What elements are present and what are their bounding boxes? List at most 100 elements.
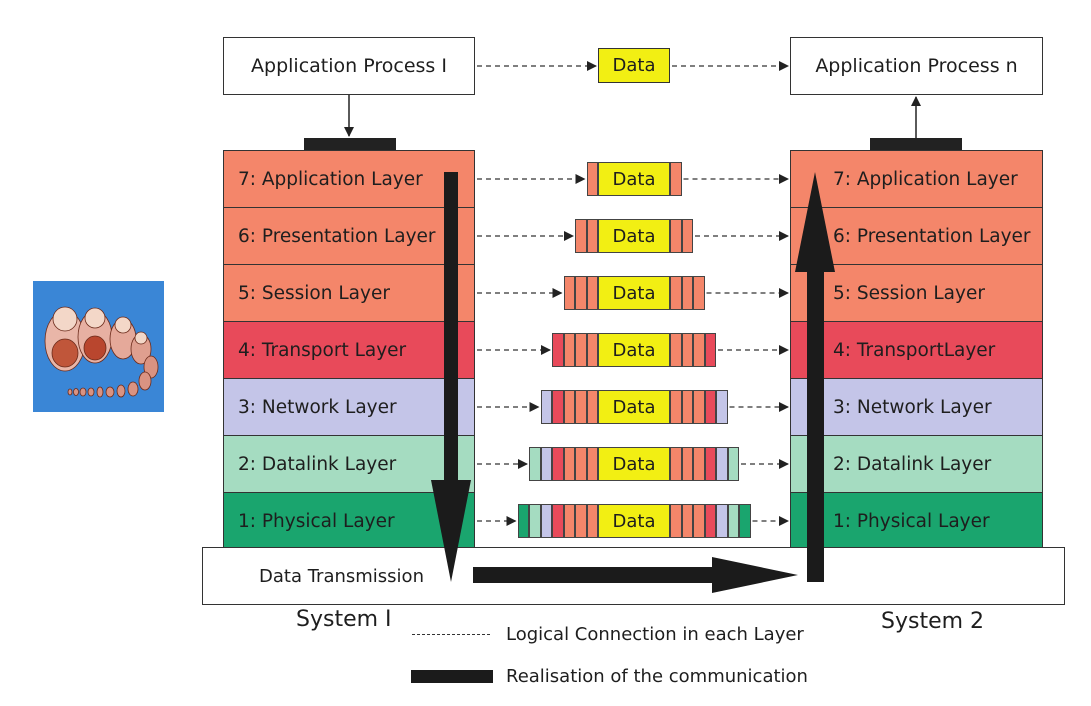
big-right-arrow-head <box>712 557 798 593</box>
big-down-arrow-shaft <box>444 172 458 492</box>
packet-trailer-stripe <box>704 390 716 424</box>
system-right-label: System 2 <box>881 609 985 634</box>
packet-header-stripe <box>586 504 598 538</box>
packet-header-stripe <box>586 390 598 424</box>
packet-trailer-stripe <box>681 219 693 253</box>
packet-layer-6: Data <box>575 219 693 253</box>
right-layer-label: 1: Physical Layer <box>833 510 990 532</box>
packet-trailer-stripe <box>670 504 682 538</box>
left-layer-label: 7: Application Layer <box>238 168 423 190</box>
legend-logical-label: Logical Connection in each Layer <box>506 624 804 645</box>
packet-header-stripe <box>540 504 552 538</box>
packet-header-stripe <box>552 333 564 367</box>
packet-trailer-stripe <box>670 219 682 253</box>
packet-trailer-stripe <box>670 390 682 424</box>
nesting-dolls-icon <box>33 281 164 412</box>
left-layer-3: 3: Network Layer <box>223 378 475 436</box>
application-process-left-label: Application Process I <box>251 55 447 77</box>
packet-trailer-stripe <box>681 390 693 424</box>
right-layer-label: 6: Presentation Layer <box>833 225 1031 247</box>
right-layer-1: 1: Physical Layer <box>790 492 1043 550</box>
packet-header-stripe <box>552 390 564 424</box>
packet-header-stripe <box>563 504 575 538</box>
packet-data-label: Data <box>598 504 670 538</box>
packet-header-stripe <box>575 219 587 253</box>
packet-data-label: Data <box>598 447 670 481</box>
left-layer-label: 1: Physical Layer <box>238 510 395 532</box>
packet-data-label: Data <box>598 333 670 367</box>
packet-layer-7: Data <box>586 162 682 196</box>
packet-trailer-stripe <box>693 504 705 538</box>
packet-trailer-stripe <box>704 447 716 481</box>
packet-trailer-stripe <box>693 333 705 367</box>
packet-trailer-stripe <box>681 447 693 481</box>
packet-header-stripe <box>540 390 552 424</box>
right-layer-4: 4: TransportLayer <box>790 321 1043 379</box>
data-transmission-bar: Data Transmission <box>202 547 1065 605</box>
packet-trailer-stripe <box>739 504 751 538</box>
right-layer-label: 7: Application Layer <box>833 168 1018 190</box>
data-transmission-label: Data Transmission <box>259 565 424 587</box>
right-layer-label: 4: TransportLayer <box>833 339 996 361</box>
packet-trailer-stripe <box>693 276 705 310</box>
application-process-right: Application Process n <box>790 37 1043 95</box>
legend-thick-bar <box>411 670 493 683</box>
right-layer-label: 2: Datalink Layer <box>833 453 992 475</box>
packet-header-stripe <box>563 276 575 310</box>
packet-header-stripe <box>529 447 541 481</box>
top-data-label: Data <box>612 55 656 76</box>
left-layer-label: 2: Datalink Layer <box>238 453 397 475</box>
right-layer-3: 3: Network Layer <box>790 378 1043 436</box>
packet-layer-4: Data <box>552 333 716 367</box>
packet-header-stripe <box>575 390 587 424</box>
packet-data-label: Data <box>598 276 670 310</box>
application-process-left: Application Process I <box>223 37 475 95</box>
packet-trailer-stripe <box>693 447 705 481</box>
packet-trailer-stripe <box>704 333 716 367</box>
packet-header-stripe <box>586 219 598 253</box>
packet-trailer-stripe <box>670 276 682 310</box>
left-interface-bar <box>304 138 396 150</box>
packet-data-label: Data <box>598 162 670 196</box>
packet-layer-3: Data <box>540 390 728 424</box>
packet-trailer-stripe <box>716 390 728 424</box>
packet-trailer-stripe <box>716 504 728 538</box>
packet-header-stripe <box>552 447 564 481</box>
packet-header-stripe <box>529 504 541 538</box>
big-up-arrow-shaft <box>807 262 824 582</box>
left-layer-label: 6: Presentation Layer <box>238 225 436 247</box>
packet-trailer-stripe <box>670 162 682 196</box>
packet-trailer-stripe <box>681 333 693 367</box>
packet-header-stripe <box>586 447 598 481</box>
packet-header-stripe <box>575 447 587 481</box>
legend-realisation-label: Realisation of the communication <box>506 666 808 687</box>
left-layer-label: 5: Session Layer <box>238 282 390 304</box>
packet-layer-2: Data <box>529 447 739 481</box>
packet-header-stripe <box>563 447 575 481</box>
application-process-right-label: Application Process n <box>815 55 1018 77</box>
packet-trailer-stripe <box>716 447 728 481</box>
left-layer-5: 5: Session Layer <box>223 264 475 322</box>
right-layer-label: 3: Network Layer <box>833 396 992 418</box>
right-layer-2: 2: Datalink Layer <box>790 435 1043 493</box>
system-left-label: System I <box>296 607 392 632</box>
big-up-arrow-head <box>795 172 835 272</box>
packet-header-stripe <box>575 504 587 538</box>
packet-trailer-stripe <box>727 447 739 481</box>
packet-header-stripe <box>552 504 564 538</box>
packet-header-stripe <box>575 333 587 367</box>
packet-layer-5: Data <box>563 276 705 310</box>
packet-data-label: Data <box>598 390 670 424</box>
legend-dashed-line <box>412 634 490 635</box>
packet-trailer-stripe <box>670 333 682 367</box>
packet-trailer-stripe <box>681 504 693 538</box>
packet-header-stripe <box>563 333 575 367</box>
right-layer-label: 5: Session Layer <box>833 282 985 304</box>
left-layer-4: 4: Transport Layer <box>223 321 475 379</box>
top-data-box: Data <box>598 48 670 83</box>
left-layer-1: 1: Physical Layer <box>223 492 475 550</box>
right-interface-bar <box>870 138 962 150</box>
packet-header-stripe <box>586 162 598 196</box>
packet-header-stripe <box>586 276 598 310</box>
right-layer-5: 5: Session Layer <box>790 264 1043 322</box>
